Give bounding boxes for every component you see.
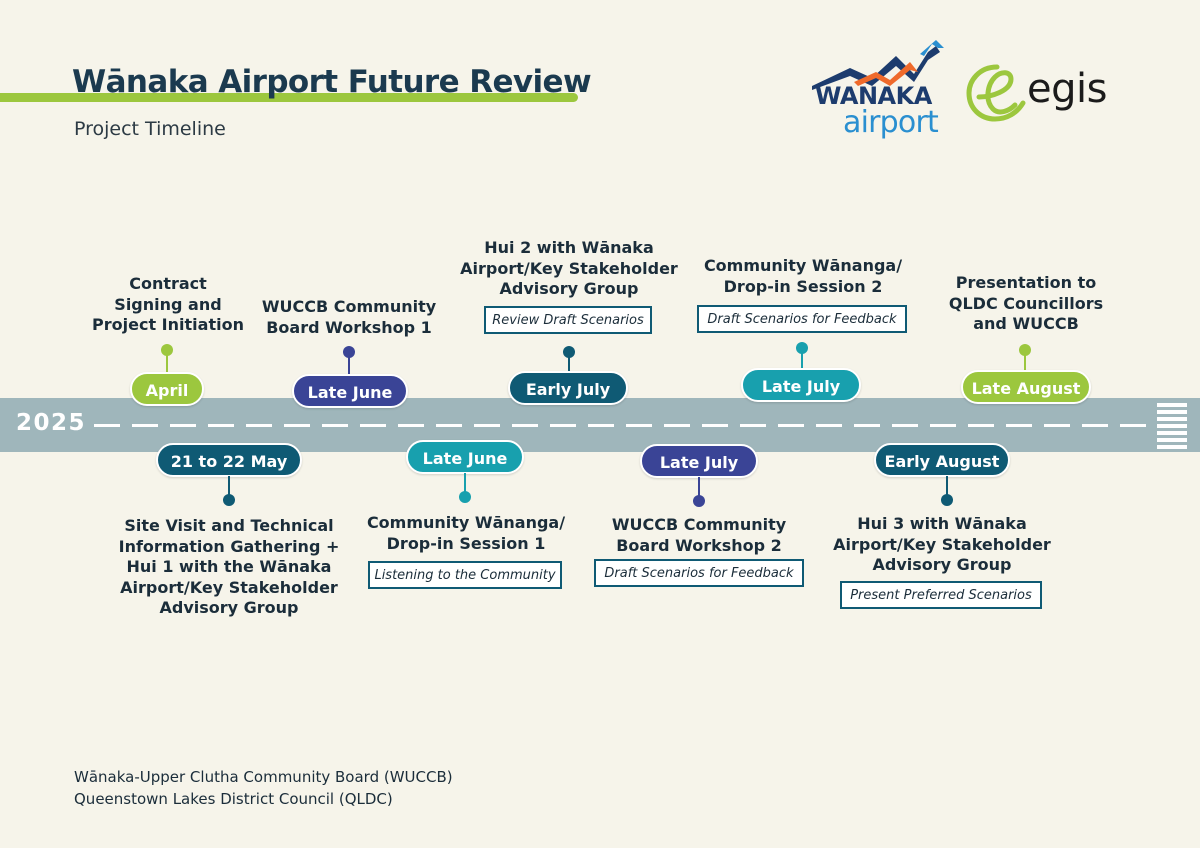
pin-stem — [698, 477, 700, 499]
wanaka-mountains-icon — [812, 40, 944, 90]
event-text: Presentation to QLDC Councillors and WUC… — [948, 273, 1104, 333]
pin-stem — [166, 351, 168, 373]
event-text: Community Wānanga/ Drop-in Session 1 — [366, 513, 566, 553]
event-note: Present Preferred Scenarios — [840, 581, 1042, 609]
pin-stem — [801, 349, 803, 371]
pin-dot — [343, 346, 355, 358]
event-text: Hui 3 with Wānaka Airport/Key Stakeholde… — [833, 514, 1051, 574]
runway-threshold-marks — [1157, 403, 1187, 449]
date-pill: Late July — [741, 368, 861, 402]
pin-dot — [796, 342, 808, 354]
event-text: WUCCB Community Board Workshop 1 — [261, 297, 437, 337]
pin-dot — [223, 494, 235, 506]
event-text: Contract Signing and Project Initiation — [92, 274, 244, 334]
page-title: Wānaka Airport Future Review — [72, 64, 592, 100]
footer-qldc-legend: Queenstown Lakes District Council (QLDC) — [74, 790, 393, 808]
event-text: Hui 2 with Wānaka Airport/Key Stakeholde… — [460, 238, 678, 298]
date-pill: Late June — [406, 440, 524, 474]
event-text: WUCCB Community Board Workshop 2 — [611, 515, 787, 555]
event-text: Community Wānanga/ Drop-in Session 2 — [703, 256, 903, 296]
event-note: Review Draft Scenarios — [484, 306, 652, 334]
event-note: Draft Scenarios for Feedback — [697, 305, 907, 333]
pin-stem — [568, 351, 570, 373]
timeline-year: 2025 — [16, 410, 87, 436]
pin-stem — [348, 353, 350, 375]
pin-stem — [1024, 351, 1026, 373]
pin-dot — [459, 491, 471, 503]
date-pill: Late August — [961, 370, 1091, 404]
pin-dot — [941, 494, 953, 506]
title-underline — [0, 93, 578, 102]
event-text: Site Visit and Technical Information Gat… — [118, 516, 340, 617]
footer-wuccb-legend: Wānaka-Upper Clutha Community Board (WUC… — [74, 768, 453, 786]
pin-dot — [693, 495, 705, 507]
date-pill: Early August — [874, 443, 1010, 477]
date-pill: April — [130, 372, 204, 406]
pin-dot — [161, 344, 173, 356]
page-subtitle: Project Timeline — [74, 118, 226, 140]
airport-logo-text: airport — [843, 105, 939, 140]
pin-stem — [946, 476, 948, 498]
wanaka-logo-text: WANAKA — [815, 82, 932, 110]
date-pill: 21 to 22 May — [156, 443, 302, 477]
event-note: Listening to the Community — [368, 561, 562, 589]
pin-dot — [563, 346, 575, 358]
runway-centerline — [94, 424, 1150, 427]
pin-stem — [464, 473, 466, 495]
date-pill: Early July — [508, 371, 628, 405]
pin-stem — [228, 476, 230, 498]
date-pill: Late July — [640, 444, 758, 478]
date-pill: Late June — [292, 374, 408, 408]
event-note: Draft Scenarios for Feedback — [594, 559, 804, 587]
pin-dot — [1019, 344, 1031, 356]
egis-e-icon — [966, 64, 1026, 122]
egis-logo-text: egis — [1027, 66, 1107, 112]
